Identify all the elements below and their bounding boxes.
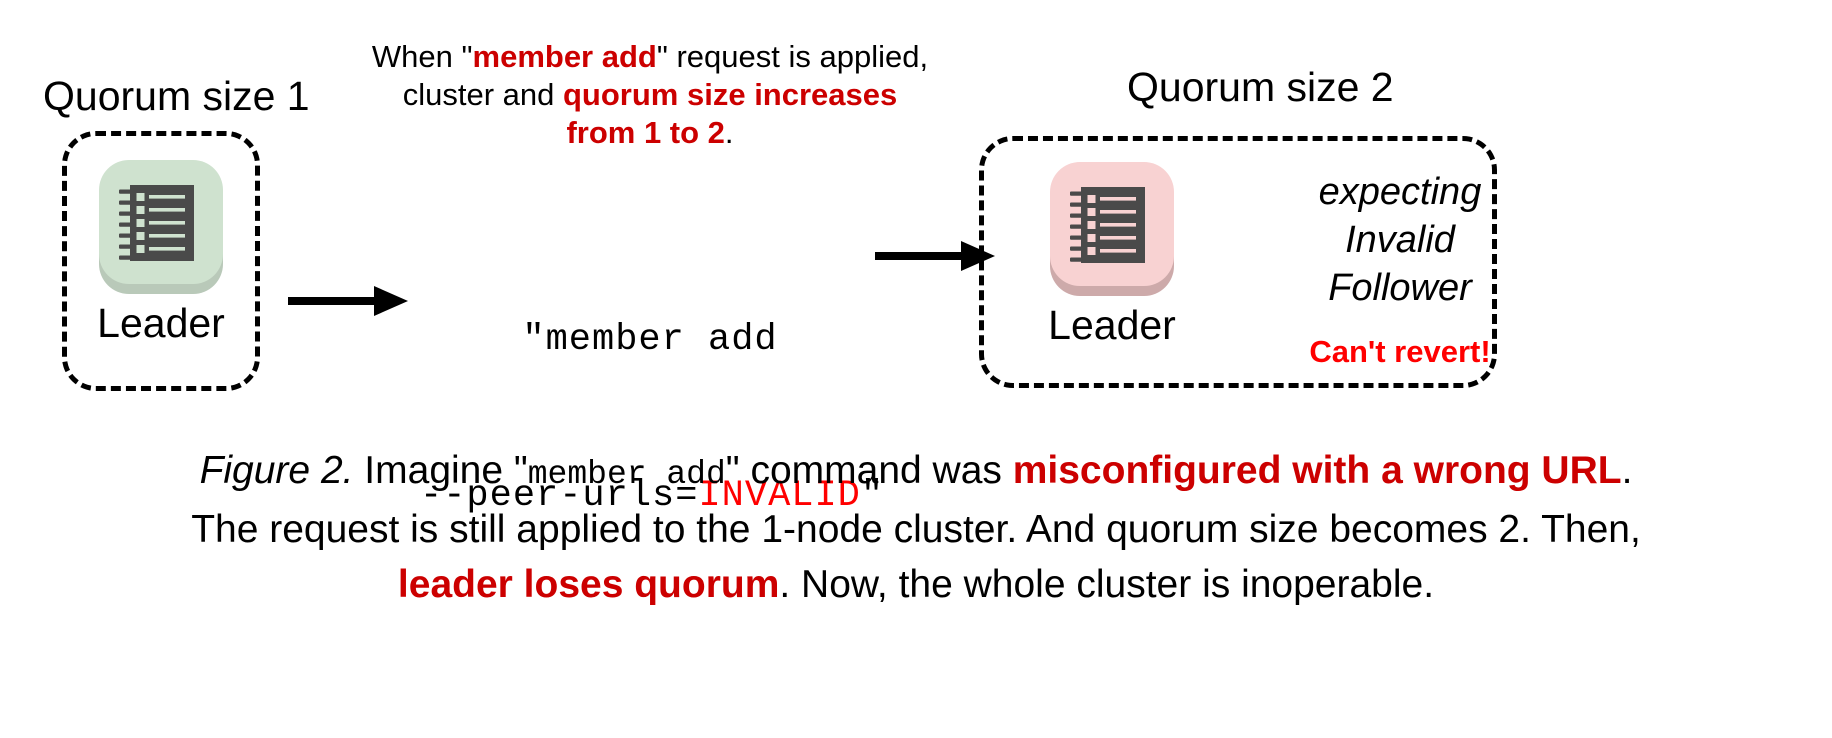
caption-command: member add <box>527 456 726 493</box>
right-leader-label: Leader <box>1048 302 1176 348</box>
explanation-line-2: cluster and quorum size increases <box>402 77 898 112</box>
caption-line-3: leader loses quorum. Now, the whole clus… <box>397 563 1435 606</box>
cant-revert-warning: Can't revert! <box>1309 334 1491 369</box>
ledger-icon <box>1046 160 1178 296</box>
ledger-icon <box>95 158 227 294</box>
right-leader-node: Leader <box>1046 160 1178 348</box>
arrow-right-icon-right <box>875 241 995 271</box>
arrow-right-icon-left <box>288 286 408 316</box>
command-line-2: --peer-urls=INVALID" <box>420 475 885 517</box>
explanation-text: When "member add" request is applied, cl… <box>345 38 955 152</box>
caption-line-1: Figure 2. Imagine "member add" command w… <box>199 449 1633 493</box>
expecting-line-3: Follower <box>1328 267 1472 309</box>
right-cluster-box <box>979 136 1497 388</box>
expecting-invalid-follower-text: expecting Invalid Follower <box>1255 168 1545 312</box>
figure-caption: Figure 2. Imagine "member add" command w… <box>0 443 1832 612</box>
explanation-line-1: When "member add" request is applied, <box>371 39 929 74</box>
explanation-line-3: from 1 to 2. <box>566 115 734 150</box>
right-quorum-size-label: Quorum size 2 <box>1127 64 1394 110</box>
expecting-line-2: Invalid <box>1345 219 1455 261</box>
ledger-icon-glyph <box>119 185 194 261</box>
expecting-line-1: expecting <box>1318 171 1482 213</box>
caption-highlight-2: leader loses quorum <box>397 563 780 606</box>
left-leader-label: Leader <box>97 300 225 346</box>
command-text: "member add --peer-urls=INVALID" <box>420 210 885 626</box>
caption-line-2: The request is still applied to the 1-no… <box>191 508 1641 551</box>
invalid-token: INVALID <box>698 475 861 517</box>
left-cluster-box <box>62 131 260 391</box>
ledger-icon-glyph <box>1070 187 1145 263</box>
left-leader-node: Leader <box>95 158 227 346</box>
caption-highlight-1: misconfigured with a wrong URL <box>1012 449 1622 492</box>
left-quorum-size-label: Quorum size 1 <box>43 73 310 119</box>
figure-number: Figure 2. <box>199 449 354 492</box>
command-line-1: "member add <box>522 319 778 361</box>
